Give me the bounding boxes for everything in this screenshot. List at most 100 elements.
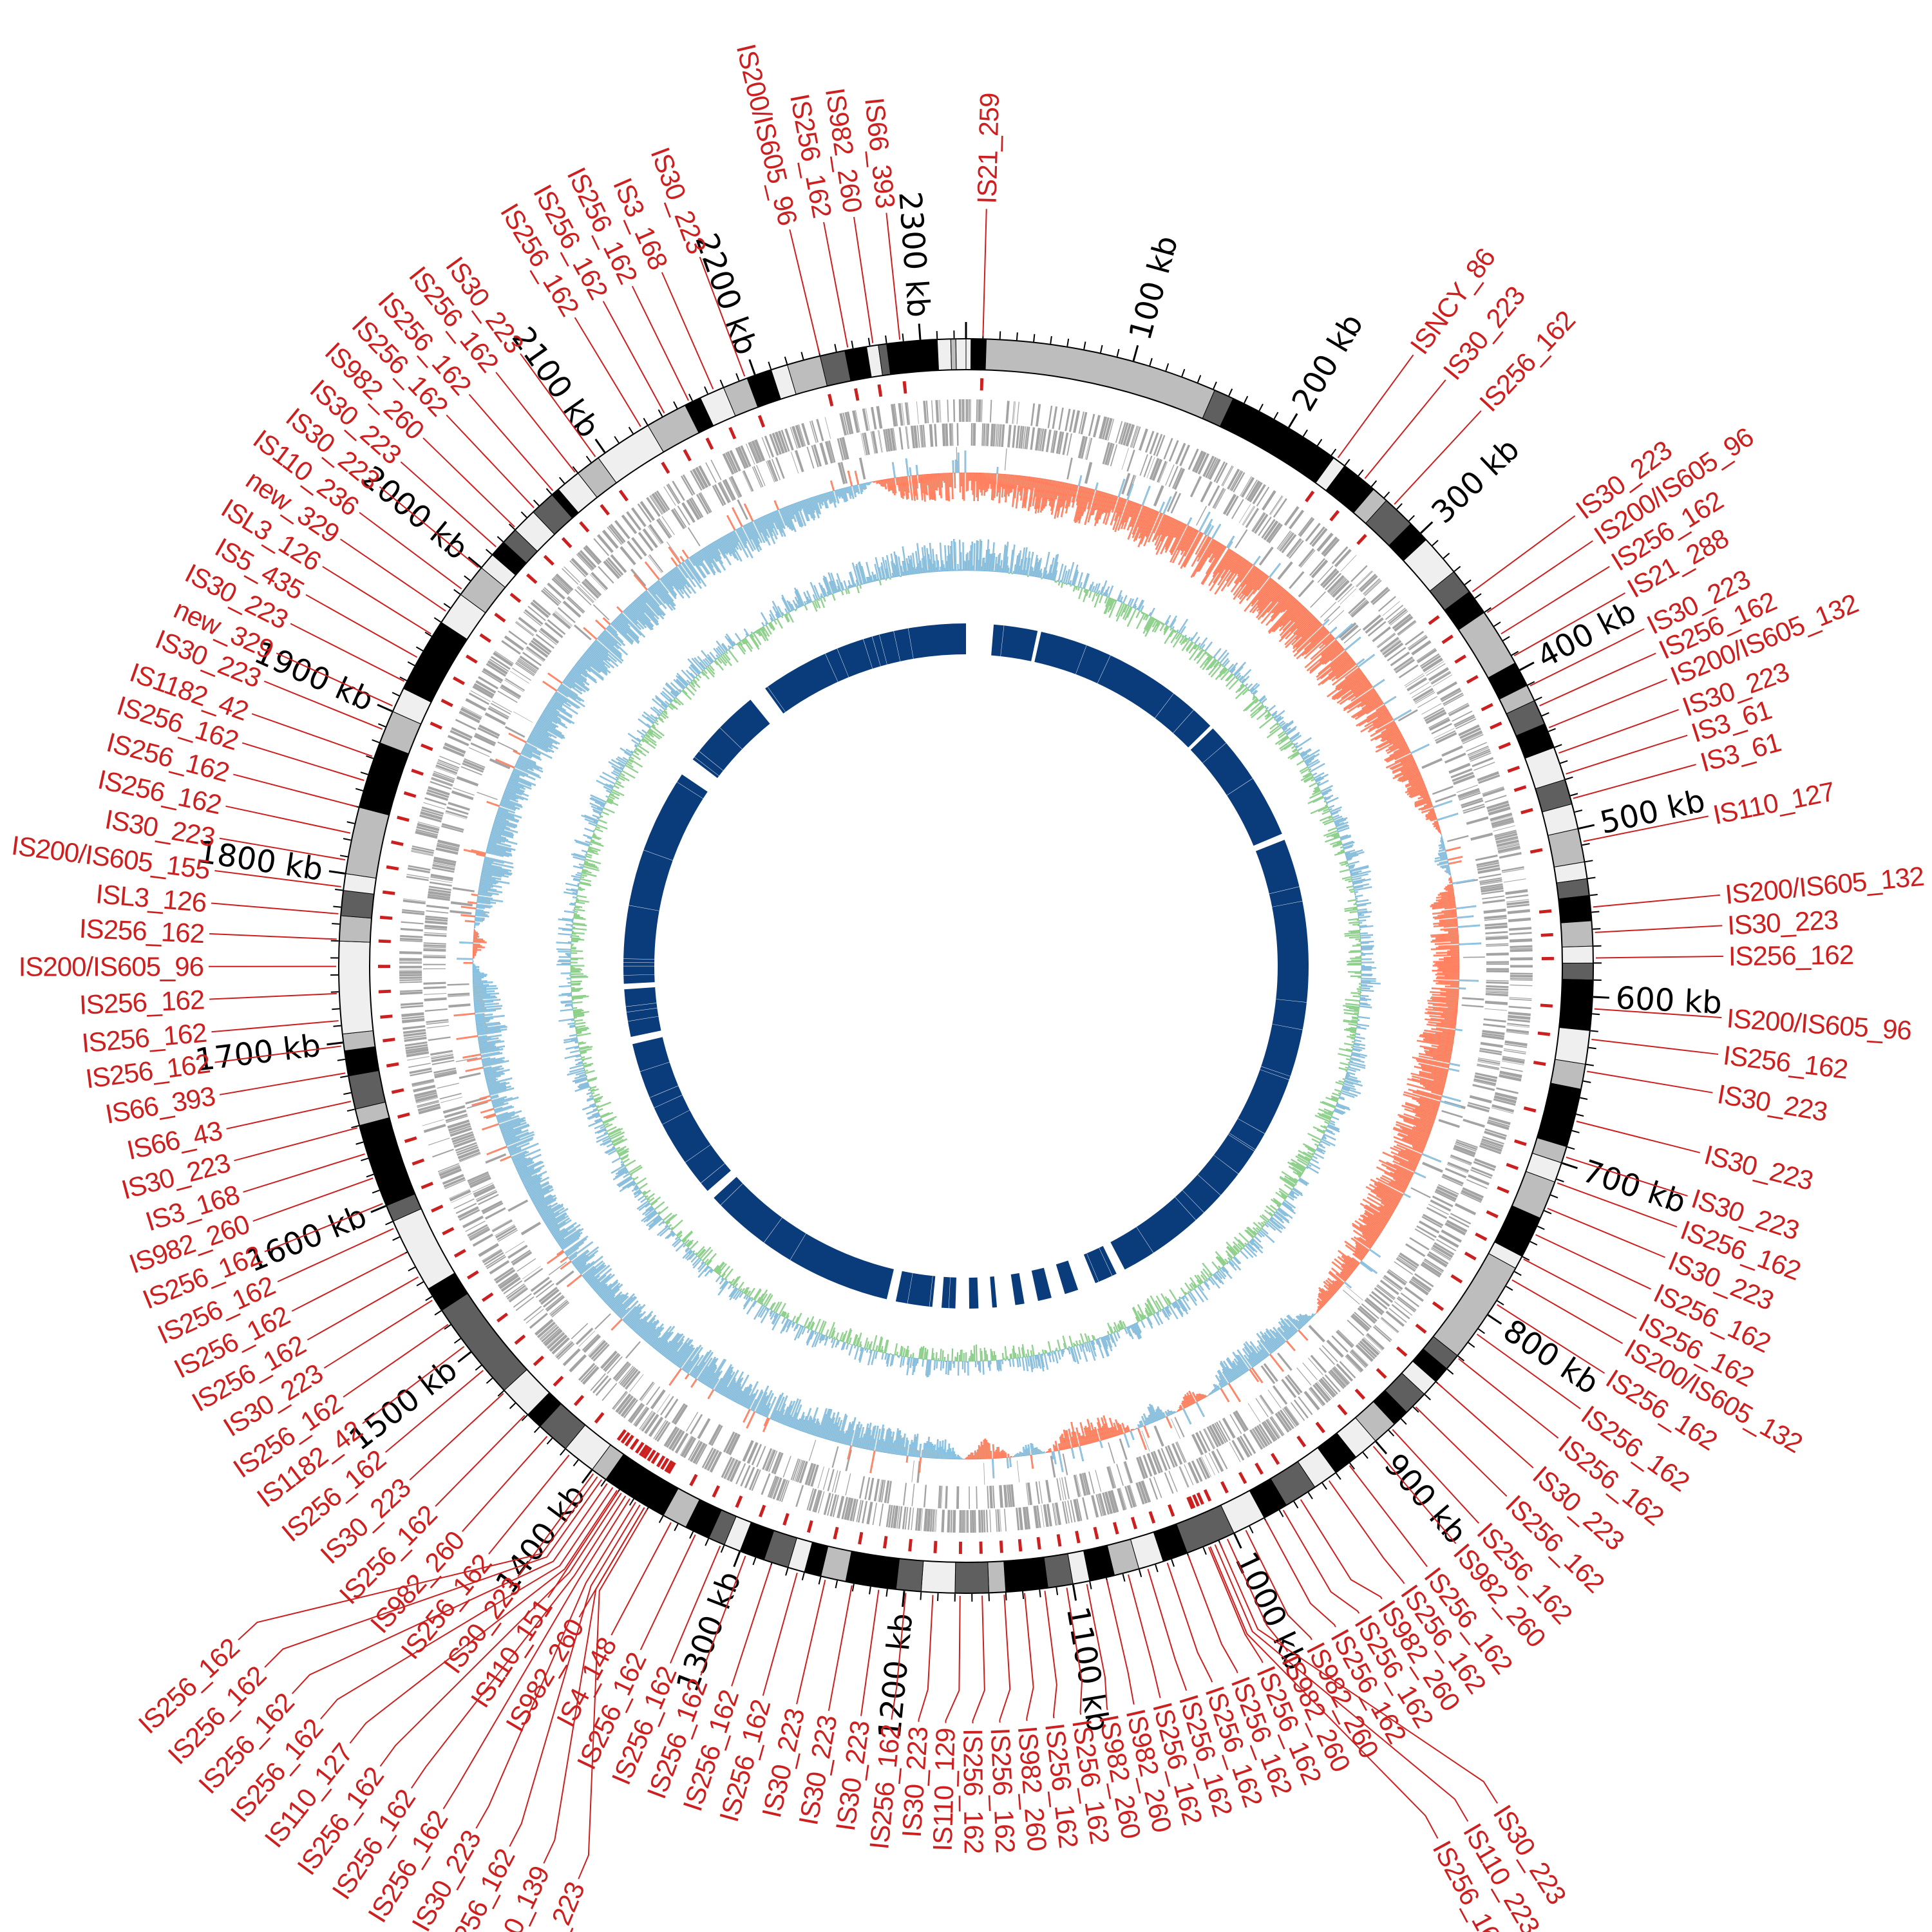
is-element-mark: [378, 989, 391, 994]
tick-label: 300 kb: [1425, 431, 1526, 530]
karyotype-band: [985, 338, 1215, 419]
minor-tick: [835, 1580, 838, 1589]
minor-tick: [1497, 1300, 1504, 1306]
minor-tick: [378, 723, 386, 728]
inner-block-divider: [1213, 1155, 1239, 1174]
is-element-mark: [1507, 765, 1520, 773]
is-element-mark: [1148, 1511, 1156, 1524]
is-element-mark: [1168, 1504, 1175, 1517]
label-connector: [1594, 1008, 1722, 1019]
label-connector: [320, 1487, 614, 1719]
band-ring-inner-edge: [369, 369, 1563, 1563]
minor-tick: [1591, 911, 1600, 913]
inner-block: [623, 774, 708, 984]
inner-block-divider: [677, 782, 703, 799]
is-element-mark: [1530, 848, 1543, 854]
label-connector: [362, 1346, 465, 1425]
label-connector: [209, 992, 337, 1000]
minor-tick: [785, 1567, 789, 1576]
label-connector: [1166, 1562, 1213, 1683]
inner-block-divider: [1086, 1253, 1099, 1282]
inner-block-divider: [790, 1233, 806, 1260]
label-connector: [1476, 1333, 1581, 1410]
minor-tick: [1181, 368, 1186, 377]
minor-tick: [1244, 395, 1249, 404]
minor-tick: [735, 373, 740, 381]
inner-block-divider: [685, 1144, 711, 1163]
is-element-mark: [1354, 1388, 1366, 1400]
is-element-mark: [411, 768, 424, 776]
inner-block: [1110, 839, 1309, 1270]
label-connector: [435, 1415, 526, 1507]
inner-block-divider: [863, 639, 873, 669]
minor-tick: [1537, 1226, 1545, 1230]
label-connector: [1558, 709, 1679, 754]
is-element-mark: [1523, 1106, 1537, 1113]
major-tick: [457, 1351, 472, 1363]
karyotype-band: [338, 940, 374, 1035]
band-ring-outer-edge: [338, 338, 1594, 1594]
minor-tick: [643, 417, 649, 426]
inner-block-divider: [893, 630, 900, 661]
label-connector: [828, 1585, 853, 1711]
minor-tick: [520, 511, 527, 518]
major-tick: [468, 556, 482, 569]
label-connector: [475, 1502, 636, 1829]
is-element-mark: [1533, 1061, 1546, 1066]
is-element-mark: [1192, 1494, 1200, 1507]
label-connector: [226, 1101, 352, 1130]
is-element-mark: [1337, 1404, 1348, 1416]
minor-tick: [1400, 1418, 1407, 1425]
is-element-mark: [806, 1520, 813, 1533]
major-tick: [1519, 661, 1535, 671]
minor-tick: [497, 536, 504, 542]
label-connector: [918, 1595, 934, 1722]
minor-tick: [1005, 1592, 1007, 1601]
label-connector: [263, 680, 383, 730]
minor-tick: [424, 631, 432, 637]
major-tick: [581, 1469, 593, 1484]
is-element-mark: [1220, 1481, 1229, 1494]
major-tick: [377, 703, 393, 712]
karyotype-band: [1554, 1027, 1591, 1065]
is-element-mark: [1415, 1323, 1427, 1334]
tick-label: 1700 kb: [193, 1027, 323, 1078]
minor-tick: [1565, 776, 1573, 781]
is-element-mark: [1356, 534, 1367, 545]
minor-tick: [407, 661, 415, 667]
is-element-mark: [1329, 509, 1340, 522]
is-element-mark: [629, 1438, 639, 1450]
minor-tick: [801, 1572, 805, 1580]
label-connector: [1539, 652, 1656, 706]
karyotype-band: [1043, 1553, 1074, 1589]
inner-block-divider: [662, 1110, 690, 1125]
inner-block-divider: [1000, 625, 1005, 657]
tick-label: 1200 kb: [871, 1611, 920, 1740]
inner-block: [1034, 631, 1211, 748]
minor-tick: [1165, 363, 1170, 372]
label-connector: [305, 594, 418, 658]
minor-tick: [629, 1498, 634, 1506]
is-element-mark: [379, 915, 393, 920]
minor-tick: [851, 340, 854, 349]
minor-tick: [1122, 1573, 1126, 1582]
minor-tick: [1258, 403, 1264, 412]
minor-tick: [1478, 1328, 1485, 1334]
minor-tick: [486, 1378, 493, 1384]
is-element-mark: [479, 633, 491, 643]
karyotype-band: [970, 338, 987, 371]
is-element-mark: [1376, 1368, 1387, 1379]
minor-tick: [1370, 480, 1378, 488]
major-tick: [327, 1041, 343, 1046]
label-connector: [1583, 815, 1709, 842]
karyotype-band: [1562, 945, 1594, 964]
minor-tick: [600, 1479, 607, 1487]
label-connector: [251, 713, 373, 757]
minor-tick: [434, 1310, 442, 1316]
is-element-marks: [377, 378, 1554, 1554]
is-element-mark: [858, 1531, 864, 1545]
label-connector: [1147, 1569, 1188, 1691]
inner-block-divider: [763, 1217, 782, 1243]
label-connector: [602, 301, 665, 413]
label-connector: [1486, 540, 1593, 613]
